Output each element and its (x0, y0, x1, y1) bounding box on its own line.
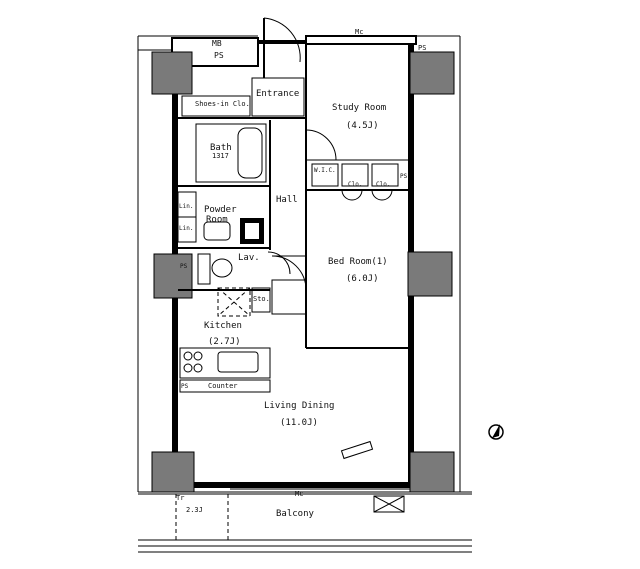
column-bottom-left (151, 451, 195, 493)
column-top-left (151, 51, 193, 95)
balcony-area-label: 2.3J (186, 506, 203, 514)
bath-size: 1317 (212, 152, 229, 160)
structural-columns (151, 51, 455, 493)
balcony (138, 493, 472, 553)
living-dining-label: Living Dining (264, 401, 334, 411)
linen-label-2: Lin. (179, 225, 193, 232)
powder-room-label-1: Powder (204, 205, 237, 215)
column-bottom-right (409, 451, 455, 493)
kitchen-size: (2.7J) (208, 337, 241, 347)
storage-label: Sto. (253, 295, 270, 303)
ps-label-right: PS (418, 44, 426, 52)
study-room-size: (4.5J) (346, 121, 379, 131)
lav-label: Lav. (238, 253, 260, 263)
bathtub (195, 123, 267, 183)
column-top-right (409, 51, 455, 95)
balcony-label: Balcony (276, 509, 315, 519)
mc-label-top: Mc (355, 28, 363, 36)
wic-label: W.I.C. (314, 167, 336, 174)
north-arrow-icon (488, 424, 504, 440)
closet-label-1: Clo. (348, 181, 362, 188)
kitchen-label: Kitchen (204, 321, 242, 331)
closet-label-2: Clo. (376, 181, 390, 188)
ps-label-mid: PS (180, 263, 188, 270)
powder-room-label-2: Room (206, 215, 228, 225)
shoes-in-closet (181, 95, 251, 117)
mc-label-bottom: Mc (295, 490, 303, 498)
ps-label-study: PS (400, 173, 408, 180)
bedroom-size: (6.0J) (346, 274, 379, 284)
lavatory-fixtures (197, 251, 291, 285)
trunk-room-label: Tr (176, 494, 184, 502)
entrance-door (251, 17, 305, 117)
linen-label-1: Lin. (179, 203, 193, 210)
ps-label-top: PS (214, 51, 224, 60)
closet-row (305, 129, 399, 201)
bath-label: Bath (210, 143, 232, 153)
powder-room-fixtures (177, 191, 264, 244)
counter-label: Counter (208, 382, 238, 390)
hall-label: Hall (276, 195, 298, 205)
living-windows (230, 440, 410, 490)
ps-label-kitchen: PS (181, 383, 189, 390)
entrance-label: Entrance (256, 89, 299, 99)
bedroom-door (271, 255, 307, 291)
study-room-label: Study Room (332, 103, 386, 113)
column-mid-right (407, 251, 453, 297)
mb-label: MB (212, 39, 222, 48)
shoes-in-closet-label: Shoes-in Clo. (195, 100, 250, 108)
interior-walls (178, 44, 408, 349)
living-dining-size: (11.0J) (280, 418, 318, 428)
column-mid-left (153, 253, 193, 299)
kitchen-fixtures (179, 279, 307, 393)
bedroom-label: Bed Room(1) (328, 257, 388, 267)
